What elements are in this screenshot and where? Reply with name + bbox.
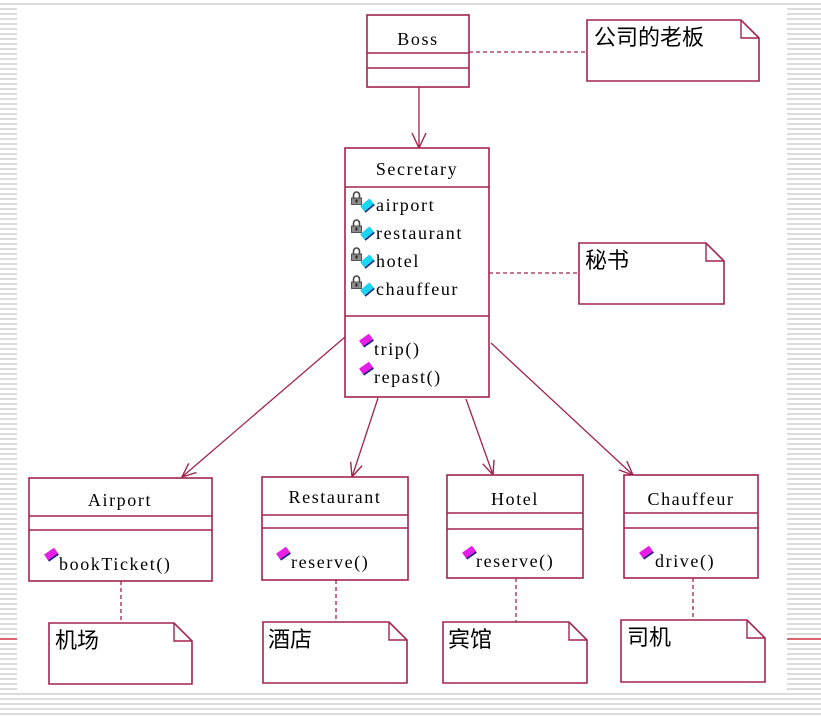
association-line [181,336,346,478]
operation-row: bookTicket() [44,547,172,575]
class-name: Secretary [376,159,458,179]
association-line [351,397,379,478]
note-text: 机场 [55,629,99,654]
note-text: 宾馆 [448,628,492,653]
note-boss: 公司的老板 [586,19,760,82]
note-text: 公司的老板 [594,26,704,51]
attribute-name: airport [376,195,435,215]
attribute-row: hotel [350,247,420,271]
note-fold-corner [705,243,724,262]
operation-name: reserve() [291,552,369,573]
association-secretary-chauffeur [490,342,635,477]
note-airport: 机场 [48,622,193,685]
attribute-row: chauffeur [350,275,459,299]
attribute-row: restaurant [350,219,463,243]
class-name: Airport [88,490,152,510]
note-fold-corner [568,622,587,641]
operation-name: reserve() [476,551,554,572]
class-hotel: Hotel reserve() [446,474,584,579]
operation-name: bookTicket() [59,554,172,575]
note-fold-corner [746,620,765,639]
operation-row: reserve() [276,546,369,573]
class-name: Boss [397,29,438,49]
note-shape [620,619,766,683]
class-secretary: Secretary airport restaurant hotel chauf… [344,147,490,398]
class-box [446,474,584,579]
class-box [623,474,759,579]
note-shape [442,621,588,684]
association-secretary-hotel [465,398,495,477]
class-restaurant: Restaurant reserve() [261,476,409,581]
class-name: Restaurant [289,487,382,507]
class-box [366,14,470,88]
note-text: 司机 [627,626,671,651]
class-boss: Boss [366,14,470,88]
operation-name: drive() [655,551,715,572]
association-line [490,342,634,476]
note-fold-corner [740,20,759,39]
note-fold-corner [388,622,407,641]
class-chauffeur: Chauffeur drive() [623,474,759,579]
class-name: Chauffeur [647,489,734,509]
open-arrowhead-icon [180,462,197,479]
operation-row: reserve() [462,545,554,572]
note-fold-corner [173,623,192,642]
operation-name: trip() [374,339,421,360]
note-shape [586,19,760,82]
attribute-name: restaurant [376,223,463,243]
association-secretary-airport [180,336,346,479]
operation-row: trip() [359,333,421,360]
note-shape [578,242,725,305]
note-shape [262,621,408,684]
operation-name: repast() [374,367,442,388]
note-restaurant: 酒店 [262,621,408,684]
class-name: Hotel [491,489,539,509]
note-secretary: 秘书 [578,242,725,305]
attribute-row: airport [350,191,435,215]
note-text: 秘书 [585,249,629,274]
note-text: 酒店 [268,628,312,653]
class-airport: Airport bookTicket() [28,477,213,582]
association-boss-secretary [411,87,427,150]
attribute-name: chauffeur [376,279,459,299]
note-hotel: 宾馆 [442,621,588,684]
association-secretary-restaurant [350,397,379,479]
association-line [465,398,494,476]
note-chauffeur: 司机 [620,619,766,683]
class-box [344,147,490,398]
operation-row: repast() [359,361,442,388]
operation-row: drive() [639,545,715,572]
attribute-name: hotel [376,251,420,271]
note-shape [48,622,193,685]
